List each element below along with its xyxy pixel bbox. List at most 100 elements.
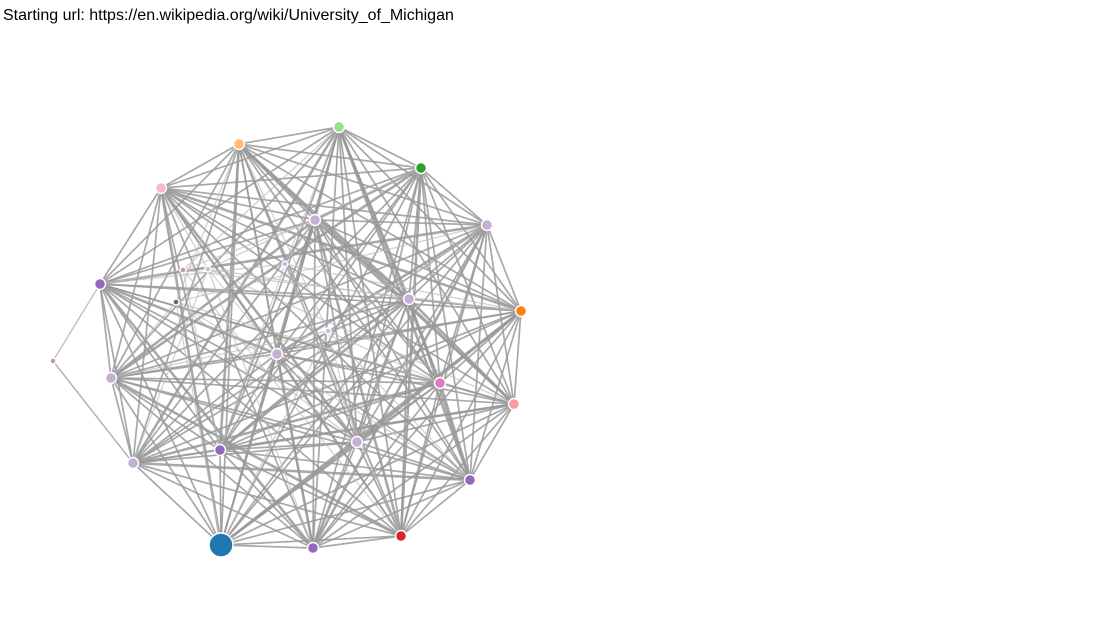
graph-edge (175, 224, 488, 303)
graph-edge (284, 126, 340, 265)
graph-edge (312, 382, 441, 549)
graph-node[interactable] (507, 397, 521, 411)
graph-edge (400, 479, 471, 537)
graph-node[interactable] (179, 266, 187, 274)
graph-edge (219, 263, 286, 451)
graph-edge (109, 376, 403, 538)
graph-edge (311, 223, 489, 550)
graph-edges (52, 125, 523, 550)
graph-edge (314, 219, 522, 312)
graph-edge (182, 269, 522, 312)
graph-edge (160, 187, 209, 270)
graph-nodes (49, 120, 528, 558)
graph-edge (99, 283, 402, 537)
graph-node[interactable] (394, 529, 408, 543)
graph-edge (99, 283, 112, 379)
graph-edge (356, 441, 471, 481)
graph-edge (338, 126, 358, 443)
graph-node[interactable] (232, 137, 246, 151)
graph-edge (400, 382, 441, 537)
graph-edge (220, 330, 329, 546)
graph-node[interactable] (204, 265, 212, 273)
graph-node[interactable] (93, 277, 107, 291)
graph-edge (99, 143, 240, 285)
graph-node[interactable] (126, 456, 140, 470)
graph-edge (99, 283, 410, 300)
graph-edge (219, 353, 278, 451)
graph-node[interactable] (350, 435, 364, 449)
graph-edge (160, 143, 240, 189)
graph-edge (314, 126, 340, 221)
graph-edge (99, 283, 441, 384)
graph-node[interactable] (104, 371, 118, 385)
graph-edge (132, 167, 422, 464)
graph-node[interactable] (324, 327, 332, 335)
graph-edge (338, 126, 410, 300)
graph-edge (132, 187, 162, 464)
graph-edge (219, 224, 488, 451)
graph-edge (220, 544, 314, 549)
graph-edge (356, 403, 515, 443)
graph-edge (99, 269, 184, 285)
graph-node[interactable] (308, 213, 322, 227)
graph-edge (218, 297, 411, 452)
graph-edge (238, 143, 422, 169)
graph-edge (219, 167, 422, 451)
graph-edge (276, 353, 441, 384)
graph-edge (356, 382, 441, 443)
graph-edge (110, 377, 221, 451)
graph-edge (99, 126, 340, 285)
graph-node[interactable] (433, 376, 447, 390)
graph-node[interactable] (154, 181, 168, 195)
graph-edge (220, 479, 471, 546)
graph-edge (99, 187, 162, 285)
graph-edge (408, 167, 422, 300)
graph-edge (238, 143, 329, 332)
graph-node[interactable] (332, 120, 346, 134)
graph-edge (486, 224, 522, 312)
graph-edge (327, 330, 441, 384)
graph-edge (110, 126, 340, 379)
graph-edge (284, 219, 316, 265)
graph-node[interactable] (480, 218, 494, 232)
graph-edge (182, 219, 316, 271)
graph-node[interactable] (402, 292, 416, 306)
graph-edge (469, 224, 488, 481)
graph-edge (132, 462, 222, 546)
starting-url-label: Starting url: (3, 7, 85, 24)
graph-node[interactable] (49, 357, 57, 365)
graph-edge (99, 219, 316, 285)
graph-edge (110, 377, 222, 546)
graph-node[interactable] (414, 161, 428, 175)
graph-edge (276, 219, 316, 355)
graph-edge (182, 269, 402, 537)
graph-edge (182, 126, 340, 271)
graph-edge (98, 282, 315, 550)
graph-node[interactable] (172, 298, 180, 306)
graph-node[interactable] (208, 532, 234, 558)
graph-edge (408, 224, 488, 300)
graph-node[interactable] (281, 260, 289, 268)
graph-edge (160, 167, 422, 189)
graph-edge (312, 167, 422, 549)
graph-edge (275, 223, 489, 356)
graph-node[interactable] (463, 473, 477, 487)
graph-edge (110, 187, 162, 379)
graph-edge (420, 167, 441, 384)
graph-edge (132, 143, 240, 464)
graph-edge (420, 167, 515, 405)
graph-edge (312, 535, 402, 549)
graph-edge (110, 301, 177, 379)
graph-edge (276, 353, 358, 443)
graph-edge (110, 330, 329, 379)
graph-edge (207, 268, 314, 549)
graph-node[interactable] (270, 347, 284, 361)
graph-edge (407, 297, 516, 406)
graph-edge (275, 352, 315, 550)
graph-node[interactable] (514, 304, 528, 318)
graph-node[interactable] (306, 541, 320, 555)
graph-edge (238, 143, 278, 355)
graph-edge (182, 269, 221, 451)
graph-node[interactable] (213, 443, 227, 457)
